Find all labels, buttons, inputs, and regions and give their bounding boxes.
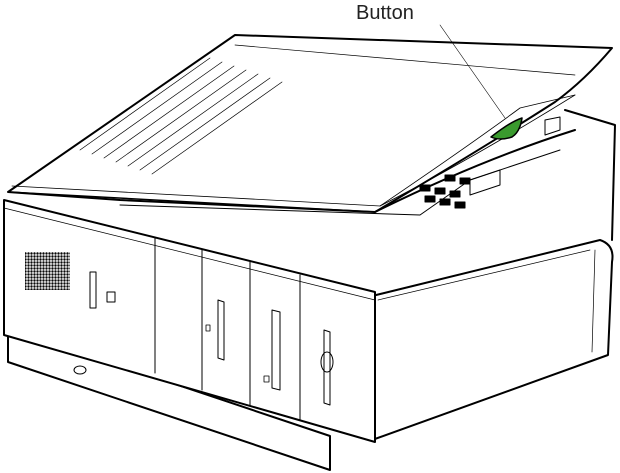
power-switch	[89, 271, 97, 309]
case-base	[7, 327, 331, 471]
drive-slot	[271, 309, 281, 391]
drive-slot	[217, 299, 225, 361]
lid-release-button[interactable]	[490, 117, 523, 140]
button-callout-label: Button	[356, 2, 414, 24]
callout-leader-line	[439, 24, 506, 119]
floppy-slot	[323, 329, 331, 406]
indicator-light	[106, 291, 116, 303]
case-interior	[119, 109, 616, 241]
lid-ribs	[79, 57, 283, 175]
case-lid	[7, 34, 613, 213]
case-right-side	[371, 239, 614, 441]
front-panel	[3, 199, 376, 443]
speaker-grille	[25, 252, 70, 290]
